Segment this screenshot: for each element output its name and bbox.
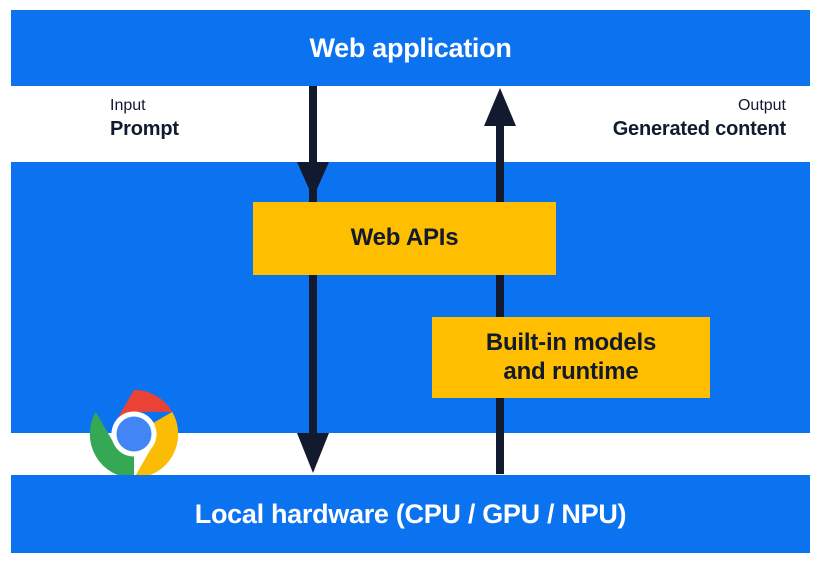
flow-label-input-value: Prompt (110, 117, 179, 140)
box-web-apis-label: Web APIs (350, 224, 459, 252)
flow-label-output-kicker: Output (737, 97, 786, 114)
band-local-hardware-label: Local hardware (CPU / GPU / NPU) (194, 498, 627, 529)
flow-label-output-value: Generated content (612, 117, 787, 140)
box-builtin-models[interactable]: Built-in models and runtime (432, 317, 710, 398)
flow-label-input: Input Prompt (110, 97, 179, 141)
flow-label-input-kicker: Input (110, 97, 146, 114)
box-builtin-models-line2: and runtime (503, 357, 639, 385)
chrome-logo-icon (89, 389, 179, 479)
box-builtin-models-label: Built-in models and runtime (472, 329, 670, 387)
band-web-application: Web application (11, 10, 810, 86)
flow-label-output: Output Generated content (612, 97, 787, 141)
box-builtin-models-line1: Built-in models (485, 328, 657, 356)
arrow-down-icon (297, 86, 329, 473)
box-web-apis[interactable]: Web APIs (253, 202, 556, 275)
arrow-up-icon (484, 88, 516, 474)
band-local-hardware: Local hardware (CPU / GPU / NPU) (11, 475, 810, 553)
band-web-application-label: Web application (309, 32, 512, 63)
